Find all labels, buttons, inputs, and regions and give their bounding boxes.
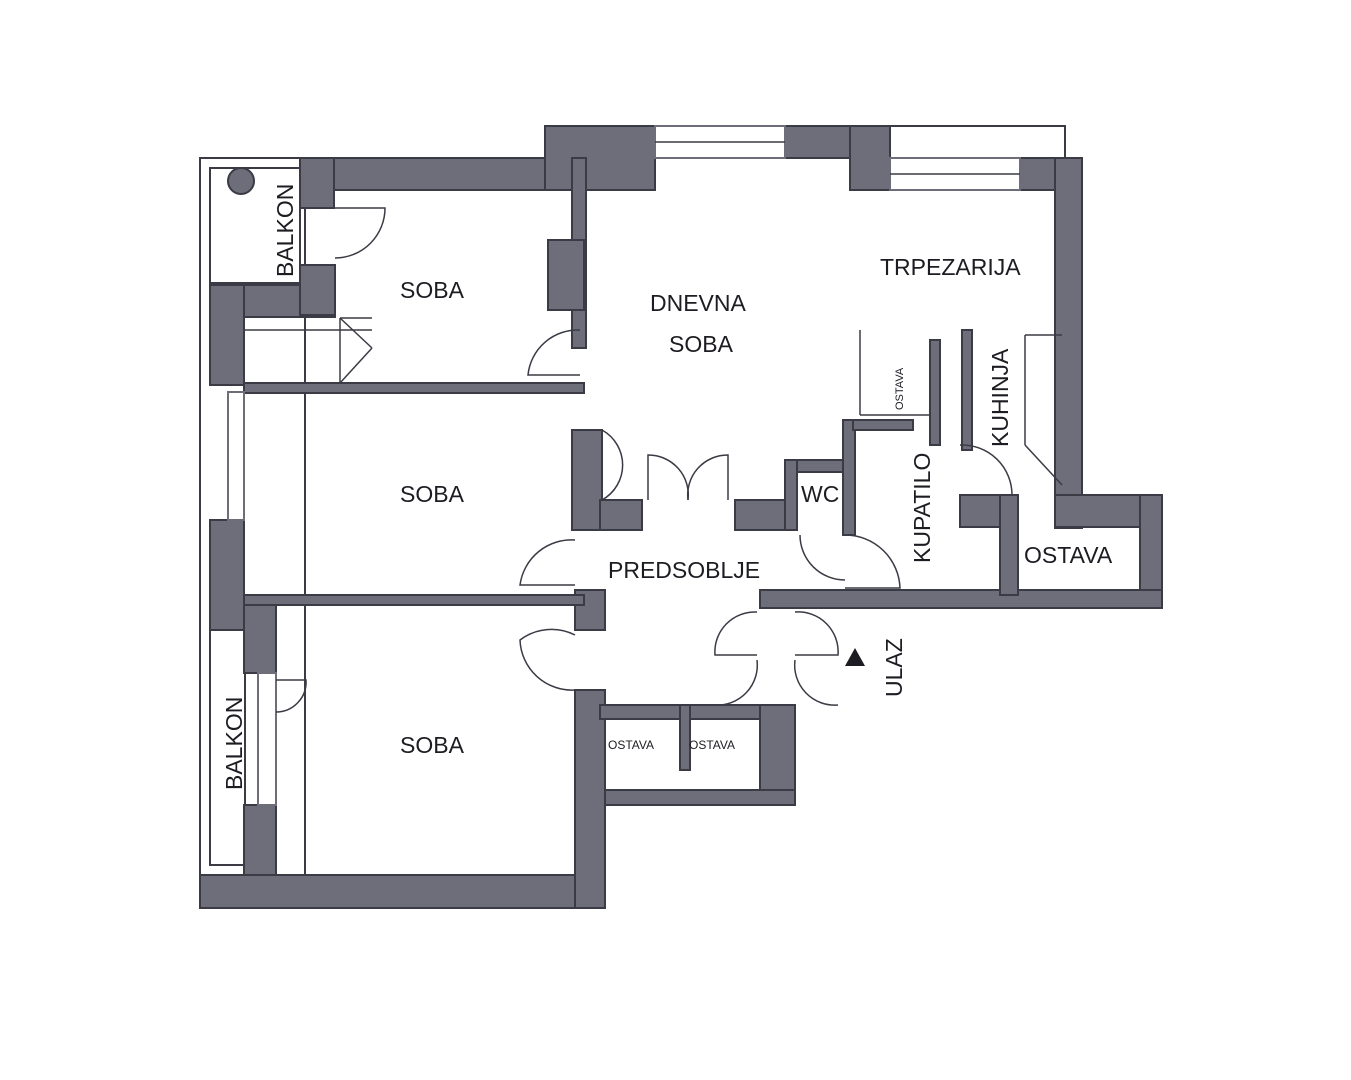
room-label-wc: WC xyxy=(801,481,839,507)
room-labels: BALKON SOBA DNEVNA SOBA TRPEZARIJA OSTAV… xyxy=(221,184,1113,790)
room-label-ostava-bottom-2: OSTAVA xyxy=(689,738,735,752)
room-label-soba-3: SOBA xyxy=(400,732,465,758)
vent-icon xyxy=(227,167,255,195)
room-label-balkon-bottom: BALKON xyxy=(221,697,247,790)
walls xyxy=(199,125,1163,909)
room-label-dnevna-soba: SOBA xyxy=(669,331,734,357)
room-label-kupatilo: KUPATILO xyxy=(909,453,935,563)
room-label-balkon-top: BALKON xyxy=(272,184,298,277)
room-label-dnevna: DNEVNA xyxy=(650,290,747,316)
room-label-ostava-small: OSTAVA xyxy=(894,367,906,410)
room-label-soba-2: SOBA xyxy=(400,481,465,507)
room-label-ostava-right: OSTAVA xyxy=(1024,542,1113,568)
room-label-soba-1: SOBA xyxy=(400,277,465,303)
entrance-arrow-icon xyxy=(845,648,865,666)
interior-lines xyxy=(244,317,1063,486)
room-label-trpezarija: TRPEZARIJA xyxy=(880,254,1021,280)
room-label-ostava-bottom-1: OSTAVA xyxy=(608,738,654,752)
room-label-predsoblje: PREDSOBLJE xyxy=(608,557,760,583)
doors xyxy=(275,207,1013,713)
windows xyxy=(227,125,1021,806)
room-label-kuhinja: KUHINJA xyxy=(987,348,1013,447)
room-label-ulaz: ULAZ xyxy=(881,638,907,697)
